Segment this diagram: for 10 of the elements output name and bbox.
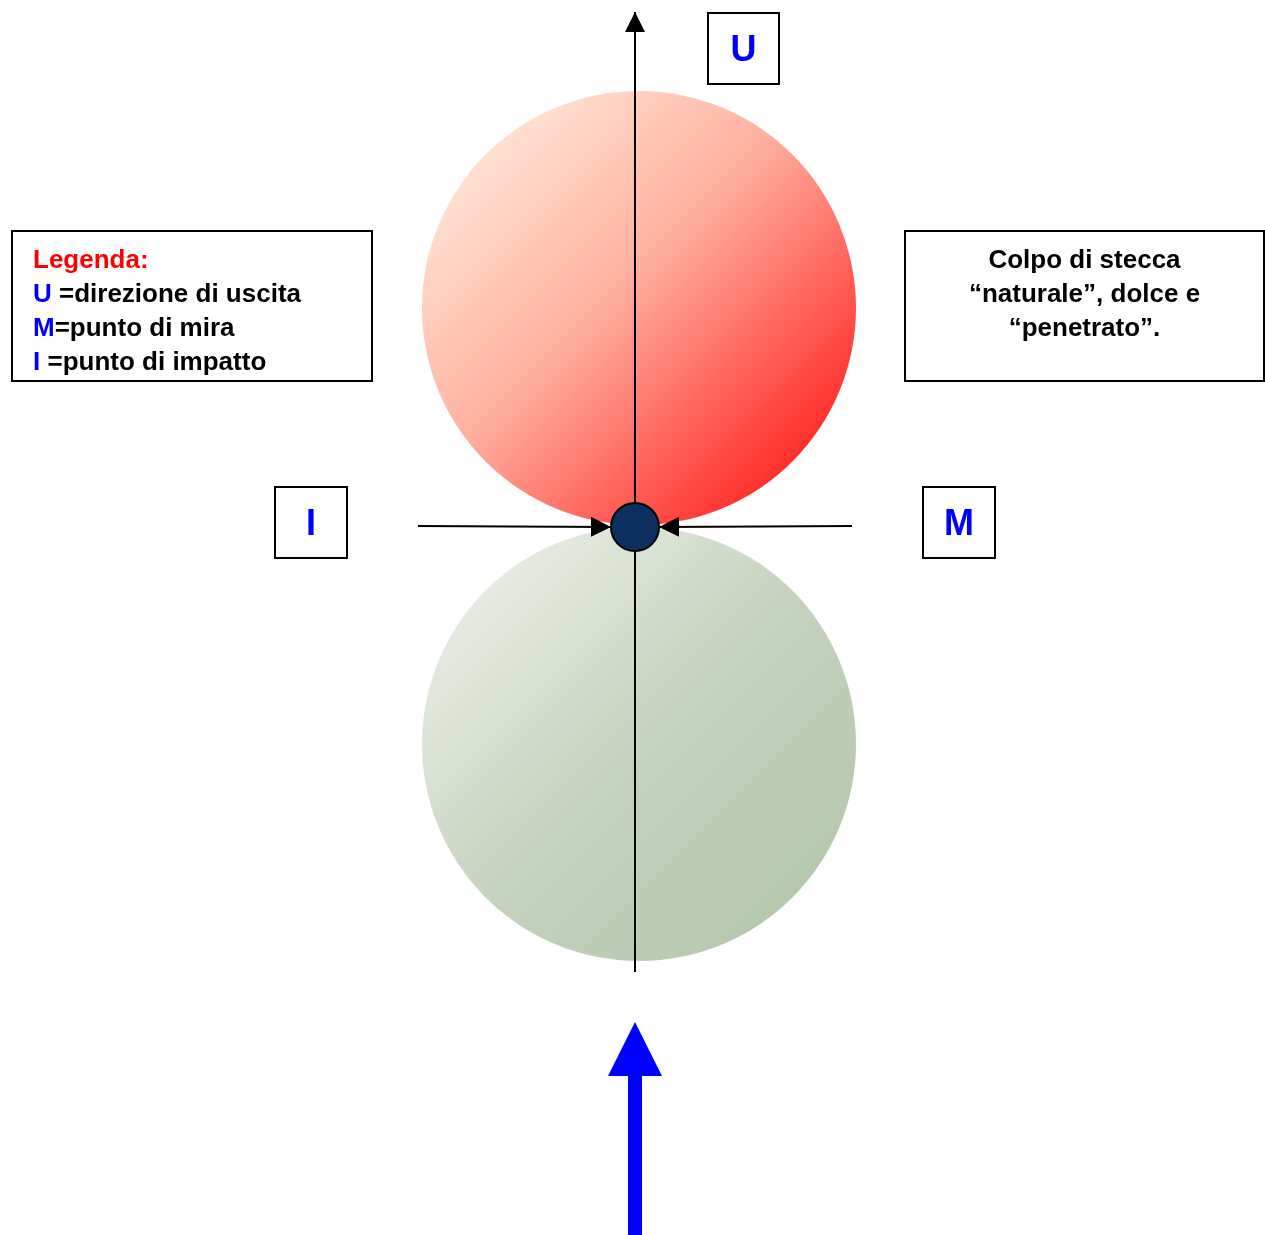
arrow <box>658 516 853 537</box>
note-text: Colpo di stecca “naturale”, dolce e “penetrato”. <box>967 243 1202 344</box>
letter-label: M <box>922 486 996 559</box>
legend-entry: M=punto di mira <box>33 311 235 344</box>
legend-entry: I =punto di impatto <box>33 345 267 378</box>
letter-label: I <box>274 486 348 559</box>
legend-entry: U =direzione di uscita <box>33 277 301 310</box>
arrow <box>417 516 612 537</box>
legend-heading: Legenda: <box>33 243 149 276</box>
letter-label: U <box>707 12 780 85</box>
